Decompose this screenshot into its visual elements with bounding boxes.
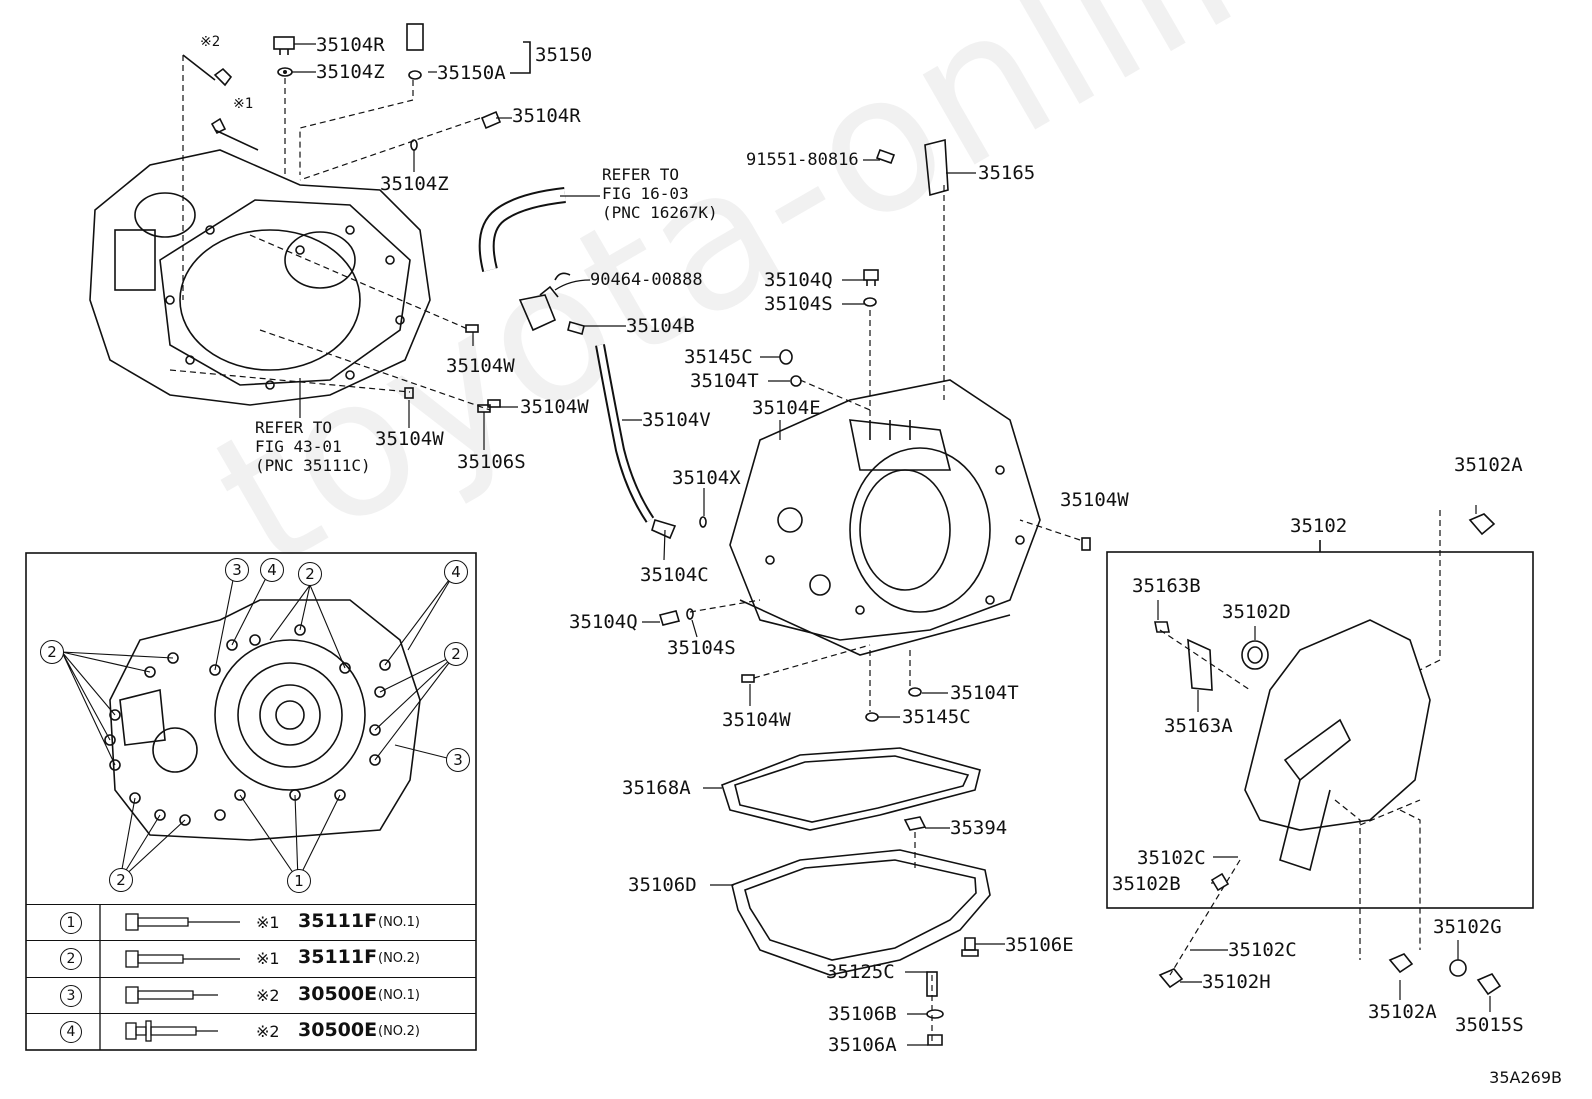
bolt-table-row: 2 ※1 35111F (NO.2) [26,940,476,977]
part-label: 35104E [752,397,821,419]
part-label: 91551-80816 [746,150,859,170]
part-label: 35104T [690,370,759,392]
part-label: 35102A [1368,1001,1437,1023]
part-label: 35145C [902,706,971,728]
bolt-part-number: 30500E [298,983,378,1005]
bolt-variant: (NO.1) [378,988,420,1003]
callout-3: 3 [225,558,249,582]
transaxle-housing-drawing [89,149,431,406]
bolt-table-row: 4 ※2 30500E (NO.2) [26,1013,476,1050]
part-label: 35165 [978,162,1036,184]
part-label: 35106S [457,451,526,473]
part-label: 35104W [520,396,589,418]
part-label: 35106B [828,1003,897,1025]
part-label: 35102D [1222,601,1291,623]
part-label: 35168A [622,777,691,799]
mark-1-top: ※1 [233,96,254,112]
part-label: 35104Z [380,173,449,195]
bolt-table-row: 3 ※2 30500E (NO.1) [26,977,476,1014]
detail-view-drawing [104,599,421,841]
part-label: 35104Z [316,61,385,83]
part-label: 35102H [1202,971,1271,993]
callout-2: 2 [298,562,322,586]
bolt-index: 1 [60,912,82,934]
part-label: 35106D [628,874,697,896]
bolt-variant: (NO.2) [378,1024,420,1039]
bolt-index: 3 [60,985,82,1007]
part-label: 35102B [1112,873,1181,895]
part-label: 35163A [1164,715,1233,737]
part-label: 35104S [667,637,736,659]
callout-4: 4 [260,558,284,582]
part-label: 35104T [950,682,1019,704]
bolt-variant: (NO.2) [378,951,420,966]
part-label: 35104Q [764,269,833,291]
callout-3: 3 [446,748,470,772]
part-label: 90464-00888 [590,270,703,290]
part-label: 35104B [626,315,695,337]
part-label: 35163B [1132,575,1201,597]
part-label: 35104Q [569,611,638,633]
callout-4: 4 [444,560,468,584]
part-label: 35150 [535,44,593,66]
part-label: 35102C [1228,939,1297,961]
bolt-table-row: 1 ※1 35111F (NO.1) [26,904,476,941]
part-label: 35102A [1454,454,1523,476]
part-label: 35104W [722,709,791,731]
bolt-mark: ※1 [256,949,280,968]
part-label: 35145C [684,346,753,368]
bolt-index: 2 [60,948,82,970]
bolt-part-number: 35111F [298,910,378,932]
part-label: 35102 [1290,515,1348,537]
callout-2: 2 [444,642,468,666]
part-label: 35102G [1433,916,1502,938]
bolt-mark: ※2 [256,1022,280,1041]
transmission-case-drawing [729,379,1041,656]
callout-2: 2 [40,640,64,664]
part-label: 35104X [672,467,741,489]
part-label: 35102C [1137,847,1206,869]
part-label: 35015S [1455,1014,1524,1036]
bolt-mark: ※2 [256,986,280,1005]
bolt-variant: (NO.1) [378,915,420,930]
part-label: 35150A [437,62,506,84]
part-label: 35125C [826,961,895,983]
part-label: 35106A [828,1034,897,1056]
bolt-index: 4 [60,1021,82,1043]
part-label: 35104S [764,293,833,315]
part-label: 35104C [640,564,709,586]
bolt-part-number: 30500E [298,1019,378,1041]
part-label: 35106E [1005,934,1074,956]
callout-2: 2 [109,868,133,892]
part-label: 35104W [1060,489,1129,511]
reference-note-fig-43-01: REFER TO FIG 43-01 (PNC 35111C) [255,418,371,475]
part-label: 35104R [316,34,385,56]
reference-note-fig-16-03: REFER TO FIG 16-03 (PNC 16267K) [602,165,718,222]
part-label: 35104W [446,355,515,377]
diagram-code: 35A269B [1489,1068,1562,1087]
part-label: 35104V [642,409,711,431]
part-label: 35104W [375,428,444,450]
part-label: 35394 [950,817,1008,839]
mark-2-top: ※2 [200,34,221,50]
part-label: 35104R [512,105,581,127]
bolt-mark: ※1 [256,913,280,932]
bolt-part-number: 35111F [298,946,378,968]
callout-1: 1 [287,869,311,893]
